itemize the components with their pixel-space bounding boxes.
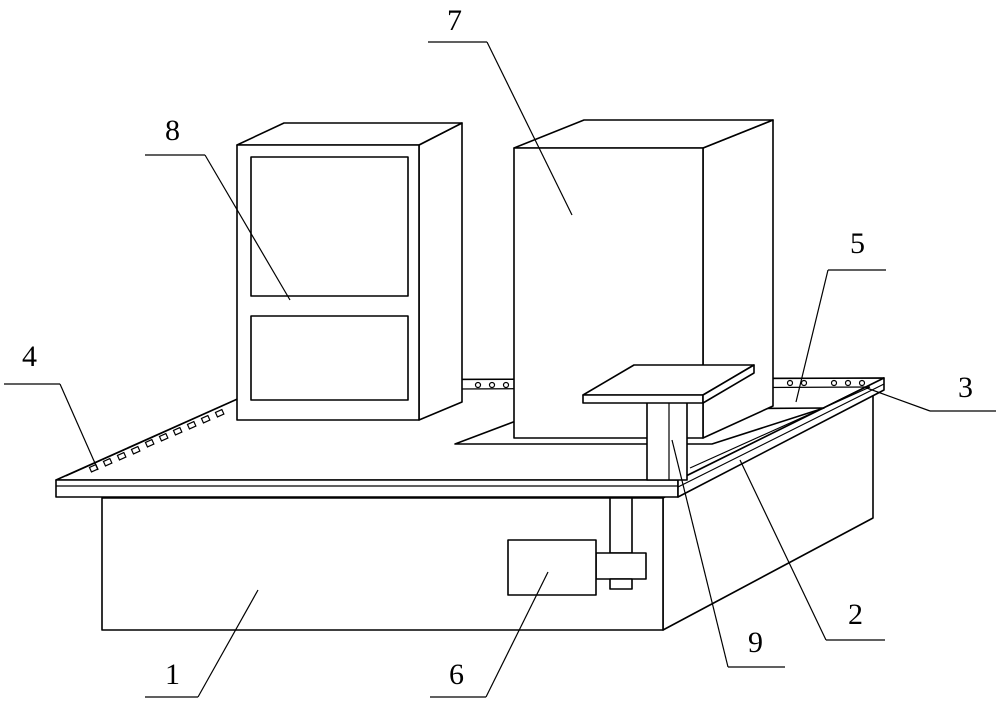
label-8: 8 [165, 114, 180, 147]
label-6: 6 [449, 658, 464, 691]
cabinet-8 [236, 122, 463, 421]
motor-6 [507, 497, 647, 596]
support-platform-9 [582, 364, 755, 481]
label-4: 4 [22, 340, 37, 373]
callout-labels: 1 2 3 4 5 6 7 8 9 [22, 4, 973, 691]
label-3: 3 [958, 371, 973, 404]
label-9: 9 [748, 626, 763, 659]
label-2: 2 [848, 598, 863, 631]
label-7: 7 [447, 4, 462, 37]
label-1: 1 [165, 658, 180, 691]
label-5: 5 [850, 227, 865, 260]
leader-lines [4, 41, 996, 698]
